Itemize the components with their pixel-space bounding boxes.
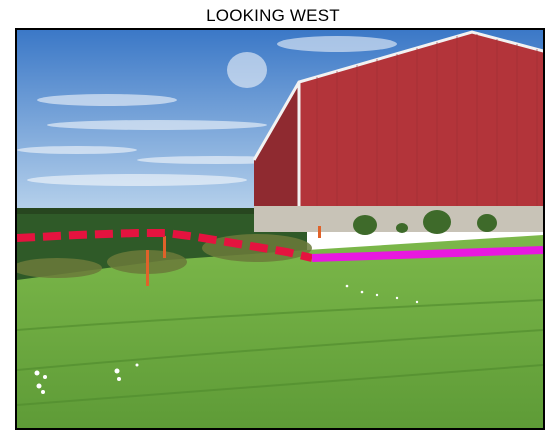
site-photo	[15, 28, 545, 430]
photo-scene	[17, 30, 543, 428]
survey-stakes	[146, 226, 321, 286]
photo-caption: LOOKING WEST	[206, 6, 340, 25]
dashed-boundary-line	[17, 229, 313, 262]
wildflowers	[34, 284, 419, 394]
solid-boundary-line	[311, 246, 543, 262]
tree-line	[17, 208, 257, 214]
clouds	[17, 36, 397, 186]
barn	[252, 30, 543, 235]
